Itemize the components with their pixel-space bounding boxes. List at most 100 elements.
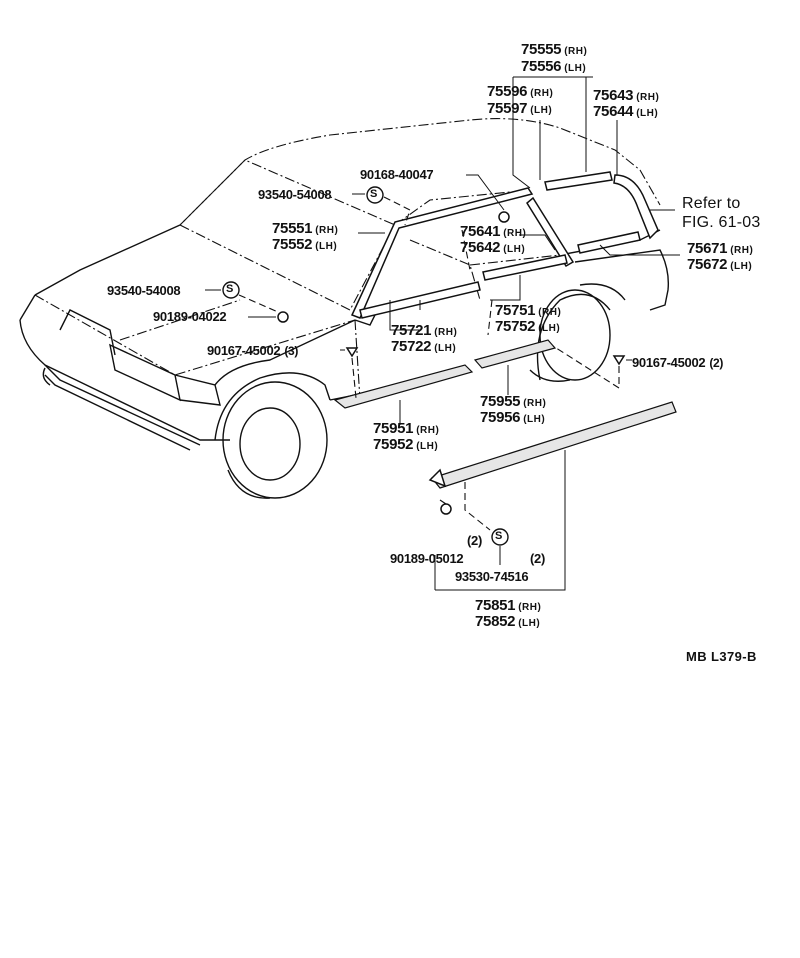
label-75641: 75641(RH)	[460, 224, 526, 239]
label-75952: 75952(LH)	[373, 437, 438, 452]
label-75751: 75751(RH)	[495, 303, 561, 318]
part-number: 93540-54008	[107, 283, 181, 298]
label-90189-04022: 90189-04022	[153, 309, 227, 324]
part-number: 75721	[391, 322, 432, 339]
part-number: 90167-45002	[207, 343, 281, 358]
ref-line-1: Refer to	[682, 195, 741, 212]
reference-fig: Refer to FIG. 61-03	[682, 196, 760, 231]
clip-icon	[498, 211, 510, 223]
label-90168-40047: 90168-40047	[360, 167, 434, 182]
label-93540-54008-upper: 93540-54008	[258, 187, 332, 202]
side-lh: (LH)	[315, 241, 338, 252]
part-number: 75641	[460, 223, 501, 240]
side-lh: (LH)	[564, 63, 587, 74]
label-75955: 75955(RH)	[480, 394, 546, 409]
side-rh: (RH)	[434, 327, 458, 338]
side-rh: (RH)	[503, 228, 527, 239]
side-lh: (LH)	[416, 441, 439, 452]
label-75956: 75956(LH)	[480, 410, 545, 425]
part-number: 75851	[475, 597, 516, 614]
roof-molding-75555	[544, 171, 613, 191]
quantity-2-clip: (2)	[467, 533, 482, 548]
pillar-molding-75641	[526, 196, 575, 268]
label-75552: 75552(LH)	[272, 237, 337, 252]
quantity-2-sealer: (2)	[530, 551, 545, 566]
side-rh: (RH)	[416, 425, 440, 436]
side-lh: (LH)	[530, 105, 553, 116]
screw-icon	[345, 347, 359, 358]
part-number: 90189-05012	[390, 551, 464, 566]
label-75555: 75555(RH)	[521, 42, 587, 57]
part-number: 93530-74516	[455, 569, 529, 584]
sealer-s-lower: S	[226, 283, 234, 295]
part-number: 75751	[495, 302, 536, 319]
label-75642: 75642(LH)	[460, 240, 525, 255]
label-75597: 75597(LH)	[487, 101, 552, 116]
side-lh: (LH)	[523, 414, 546, 425]
quantity: (2)	[709, 356, 724, 370]
part-number: 75722	[391, 338, 432, 355]
side-lh: (LH)	[503, 244, 526, 255]
side-rh: (RH)	[523, 398, 547, 409]
sealer-s-upper: S	[370, 188, 378, 200]
label-90189-05012: 90189-05012	[390, 551, 464, 566]
part-number: 75951	[373, 420, 414, 437]
roof-molding-75551	[350, 187, 534, 319]
part-number: 75551	[272, 220, 313, 237]
side-lh: (LH)	[636, 108, 659, 119]
label-93530-74516: 93530-74516	[455, 569, 529, 584]
part-number: 75552	[272, 236, 313, 253]
part-number: 75642	[460, 239, 501, 256]
part-number: 90189-04022	[153, 309, 227, 324]
figure-code: MB L379-B	[686, 649, 757, 664]
label-75644: 75644(LH)	[593, 104, 658, 119]
label-75643: 75643(RH)	[593, 88, 659, 103]
side-molding-75851	[430, 401, 677, 489]
part-number: 75672	[687, 256, 728, 273]
side-rh: (RH)	[564, 46, 588, 57]
belt-molding-75751	[482, 254, 568, 281]
fastener-icons	[277, 211, 626, 515]
label-75722: 75722(LH)	[391, 339, 456, 354]
label-93540-54008-lower: 93540-54008	[107, 283, 181, 298]
clip-icon	[277, 311, 289, 323]
part-number: 90168-40047	[360, 167, 434, 182]
label-75672: 75672(LH)	[687, 257, 752, 272]
side-lh: (LH)	[538, 323, 561, 334]
side-rh: (RH)	[518, 602, 542, 613]
rocker-molding-75951	[333, 364, 474, 409]
part-number: 75556	[521, 58, 562, 75]
part-number: 75644	[593, 103, 634, 120]
side-rh: (RH)	[315, 225, 339, 236]
part-number: 75596	[487, 83, 528, 100]
side-rh: (RH)	[538, 307, 562, 318]
sealer-s-bottom: S	[495, 530, 503, 542]
label-75951: 75951(RH)	[373, 421, 439, 436]
label-90167-45002-right: 90167-45002(2)	[632, 356, 723, 369]
part-number: 93540-54008	[258, 187, 332, 202]
part-number: 75555	[521, 41, 562, 58]
label-75551: 75551(RH)	[272, 221, 338, 236]
part-number: 75956	[480, 409, 521, 426]
side-lh: (LH)	[434, 343, 457, 354]
part-number: 75643	[593, 87, 634, 104]
window-molding-75643	[613, 174, 659, 240]
part-number: 75955	[480, 393, 521, 410]
label-75852: 75852(LH)	[475, 614, 540, 629]
side-rh: (RH)	[530, 88, 554, 99]
part-number: 75597	[487, 100, 528, 117]
part-number: 90167-45002	[632, 355, 706, 370]
label-75671: 75671(RH)	[687, 241, 753, 256]
quantity: (3)	[284, 344, 299, 358]
rocker-molding-75955	[473, 339, 557, 369]
sealer-symbols	[222, 186, 509, 546]
clip-icon	[440, 503, 452, 515]
part-number: 75952	[373, 436, 414, 453]
side-lh: (LH)	[730, 261, 753, 272]
label-75596: 75596(RH)	[487, 84, 553, 99]
part-number: 75671	[687, 240, 728, 257]
label-75851: 75851(RH)	[475, 598, 541, 613]
label-90167-45002-left: 90167-45002(3)	[207, 344, 298, 357]
side-rh: (RH)	[636, 92, 660, 103]
